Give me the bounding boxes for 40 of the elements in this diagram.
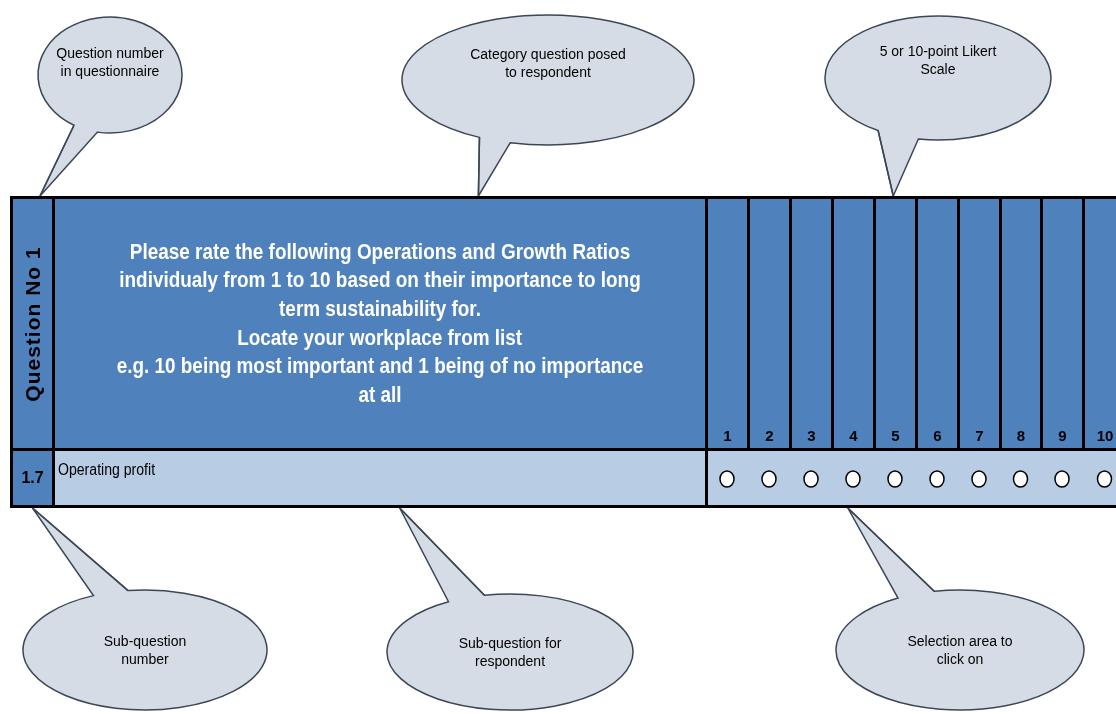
- callout-text: Sub-question number: [102, 631, 188, 669]
- scale-column-header: [999, 196, 1043, 451]
- scale-column-header: [915, 196, 960, 451]
- scale-column-header: [747, 196, 792, 451]
- scale-number: 2: [765, 427, 774, 444]
- sub-question-number: 1.7: [21, 469, 44, 487]
- sub-question-cell: [52, 448, 708, 508]
- scale-number: 6: [933, 427, 942, 444]
- scale-number: 10: [1096, 427, 1114, 444]
- question-number-label: Question No 1: [20, 245, 45, 402]
- leader-line: [477, 136, 481, 197]
- scale-column-header: [957, 196, 1002, 451]
- callout-text: Category question posed to respondent: [469, 45, 627, 82]
- question-text: Please rate the following Operations and Growth Ratios individualy from 1 to 10 based on their importance to long term sustainability for.: [118, 237, 642, 323]
- callout-text: Sub-question for respondent: [457, 633, 563, 671]
- question-header-cell: [52, 196, 708, 451]
- question-text: e.g. 10 being most important and 1 being of no importance at all: [115, 352, 645, 409]
- scale-column-header: [831, 196, 876, 451]
- leader-line: [877, 129, 894, 197]
- sub-question-text: Operating profit: [58, 461, 156, 479]
- scale-column-header: [1040, 196, 1085, 451]
- scale-number: 4: [849, 427, 858, 444]
- scale-column-header: [1082, 196, 1116, 451]
- scale-number: 3: [807, 427, 816, 444]
- selection-area: [705, 448, 1116, 508]
- callout-text: Selection area to click on: [906, 631, 1014, 669]
- sub-question-number-cell: [10, 448, 55, 508]
- scale-column-header: [873, 196, 918, 451]
- scale-number: 9: [1058, 427, 1067, 444]
- scale-column-header: [789, 196, 834, 451]
- leader-line: [39, 124, 75, 197]
- scale-column-header: [705, 196, 750, 451]
- scale-number: 8: [1016, 427, 1026, 444]
- callout-text: Question number in questionnaire: [55, 44, 165, 81]
- question-number-cell: [10, 196, 55, 451]
- callout-text: 5 or 10-point Likert Scale: [878, 42, 998, 79]
- scale-number: 5: [891, 427, 900, 444]
- scale-number: 7: [975, 427, 984, 444]
- scale-number: 1: [723, 427, 732, 444]
- question-text: Locate your workplace from list: [237, 323, 523, 352]
